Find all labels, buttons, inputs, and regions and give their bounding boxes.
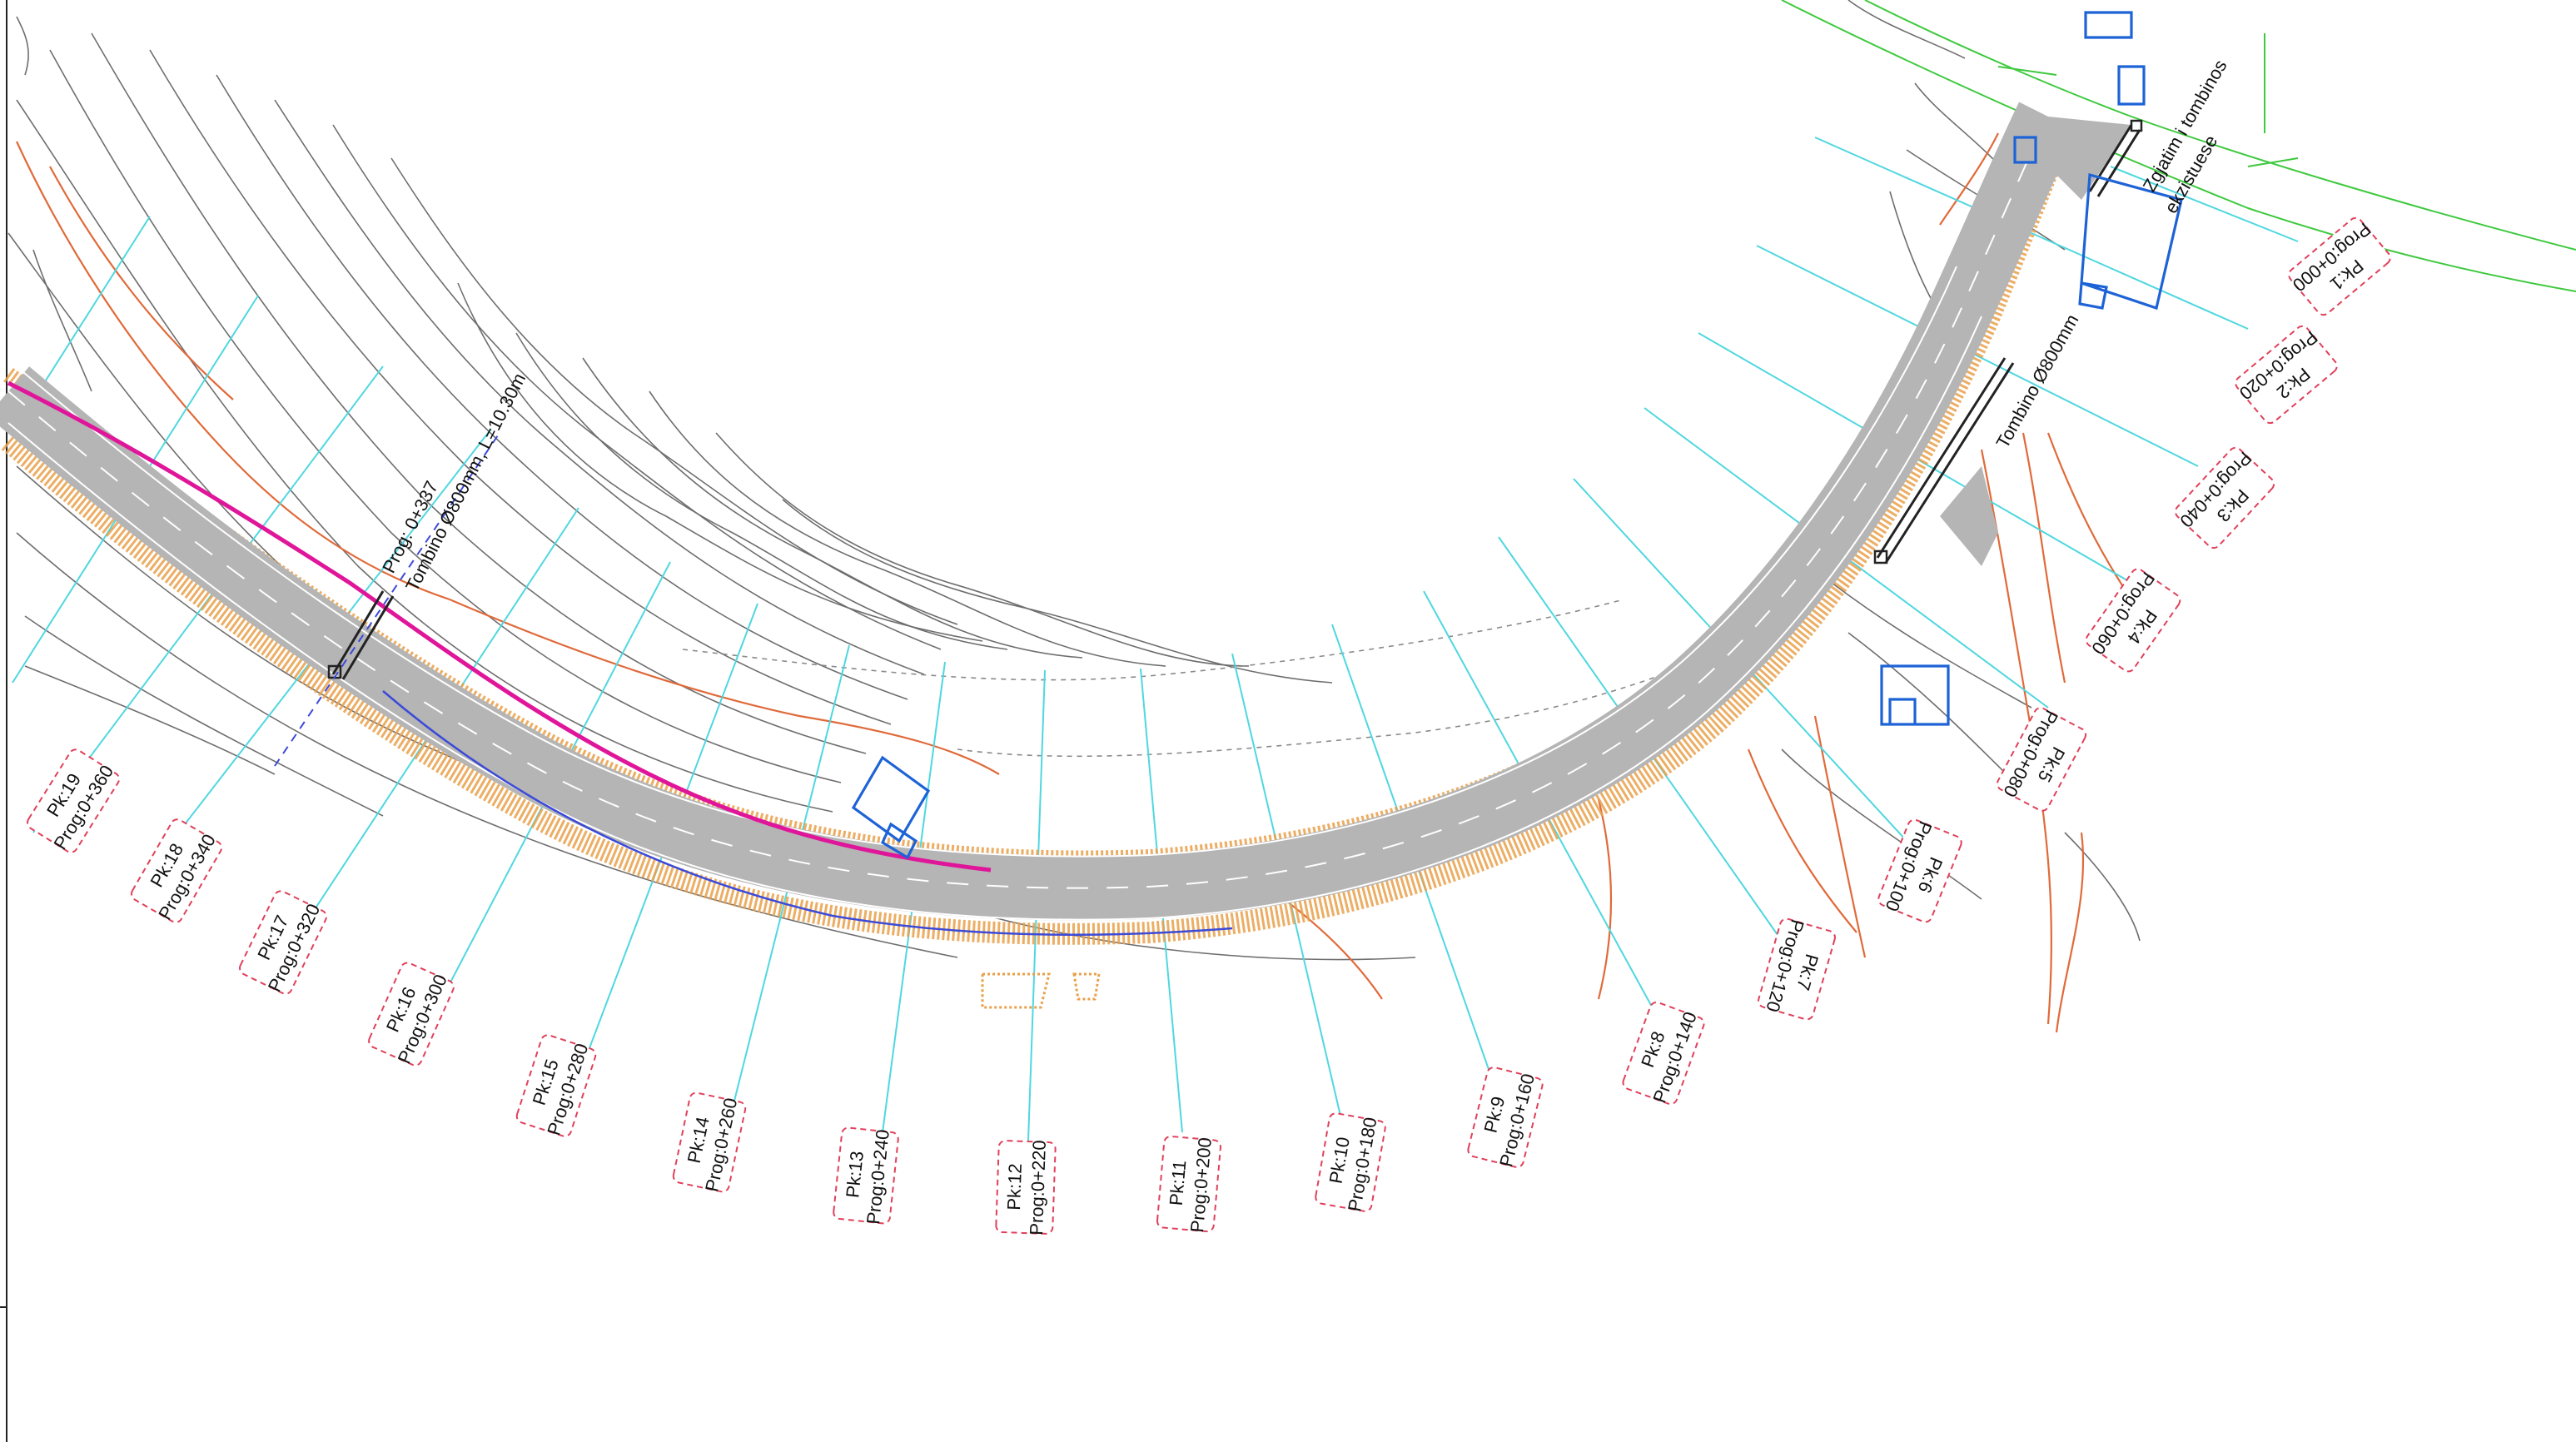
station-label: Pk:8 Prog:0+140 (1622, 1001, 1705, 1106)
station-prog: Prog:0+220 (1026, 1140, 1050, 1236)
station-label: Pk:19 Prog:0+360 (27, 748, 120, 853)
station-label: Pk:16 Prog:0+300 (368, 962, 455, 1067)
culvert-west (274, 432, 500, 767)
station-label: Pk:12 Prog:0+220 (995, 1140, 1057, 1236)
road-carriageway (0, 102, 2131, 921)
station-label: Pk:11 Prog:0+200 (1156, 1135, 1221, 1233)
culvert-existing (2088, 119, 2143, 197)
station-label: Pk:9 Prog:0+160 (1467, 1067, 1544, 1169)
station-label: Pk:7 Prog:0+120 (1758, 917, 1836, 1021)
station-label: Pk:3 Prog:0+040 (2174, 446, 2275, 549)
terrain-contours (7, 0, 2141, 961)
magenta-edge (7, 380, 992, 873)
station-label: Pk:10 Prog:0+180 (1315, 1112, 1386, 1213)
station-label: Pk:5 Prog:0+080 (1996, 707, 2087, 812)
station-pk: Pk:11 (1166, 1160, 1191, 1207)
station-label: Pk:1 Prog:0+000 (2288, 216, 2391, 316)
station-label: Pk:14 Prog:0+260 (672, 1091, 747, 1194)
parcel-boundaries (1781, 0, 2576, 292)
culvert-mid (1873, 357, 2015, 564)
culvert-mid-label: Tombino Ø800mm (1992, 311, 2083, 451)
station-label: Pk:15 Prog:0+280 (515, 1034, 597, 1138)
station-pk: Pk:12 (1003, 1163, 1026, 1211)
blue-edge (382, 690, 1233, 936)
station-label: Pk:13 Prog:0+240 (833, 1126, 899, 1226)
station-label: Pk:18 Prog:0+340 (130, 818, 223, 923)
station-label: Pk:2 Prog:0+020 (2235, 325, 2338, 425)
station-label: Pk:6 Prog:0+100 (1877, 818, 1962, 923)
station-label: Pk:17 Prog:0+320 (239, 890, 327, 995)
station-pk: Pk:13 (842, 1150, 868, 1199)
station-label: Pk:4 Prog:0+060 (2085, 568, 2181, 673)
buildings (851, 11, 2183, 860)
